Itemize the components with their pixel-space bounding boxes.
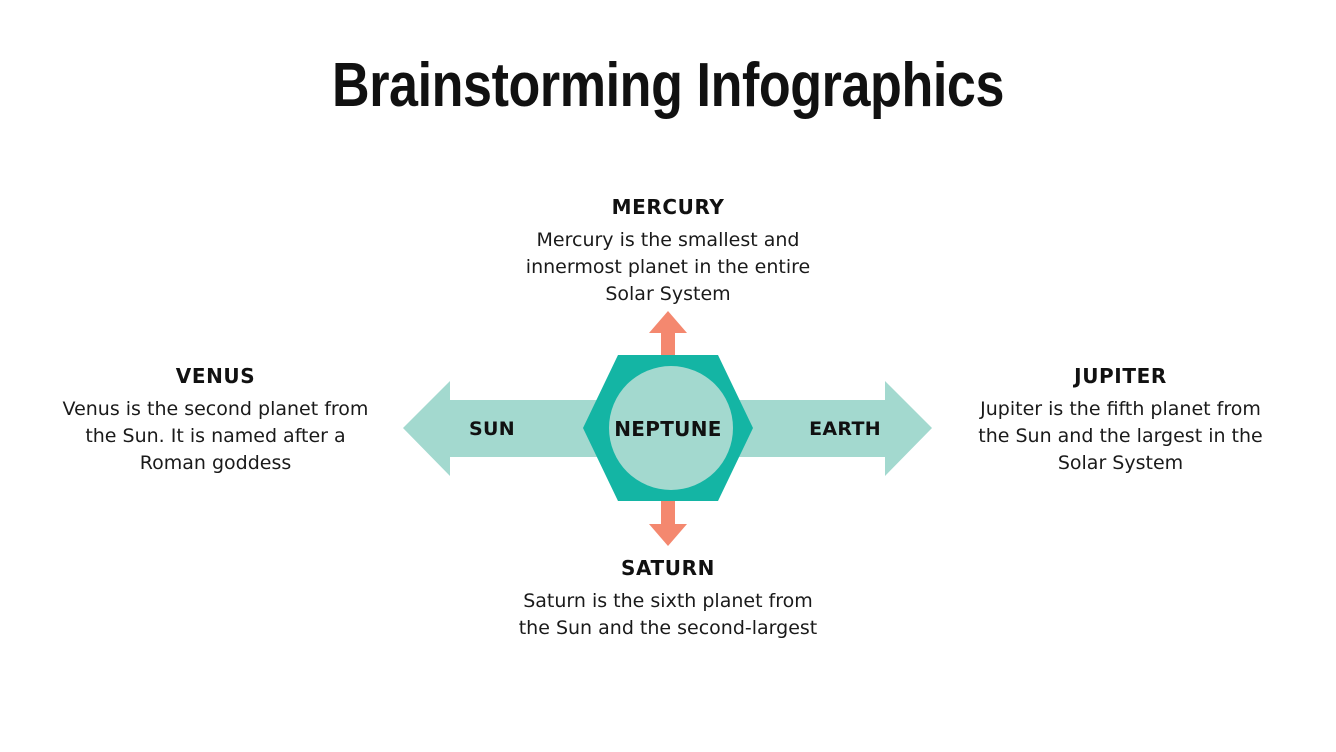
left-arrow-label: SUN — [469, 418, 515, 440]
circle-shape — [609, 366, 733, 490]
info-block-mercury: MERCURY Mercury is the smallest and inne… — [508, 196, 828, 308]
saturn-heading: SATURN — [621, 556, 715, 580]
right-arrow-label: EARTH — [809, 418, 881, 440]
info-block-venus: VENUS Venus is the second planet from th… — [58, 365, 373, 477]
jupiter-body: Jupiter is the fifth planet from the Sun… — [978, 398, 1263, 474]
info-block-jupiter: JUPITER Jupiter is the fifth planet from… — [963, 365, 1278, 477]
saturn-body: Saturn is the sixth planet from the Sun … — [518, 590, 818, 639]
center-node-label: NEPTUNE — [614, 417, 722, 441]
info-block-saturn: SATURN Saturn is the sixth planet from t… — [508, 557, 828, 642]
mercury-heading: MERCURY — [611, 195, 725, 219]
mercury-body: Mercury is the smallest and innermost pl… — [525, 229, 811, 305]
jupiter-heading: JUPITER — [1074, 364, 1167, 388]
venus-body: Venus is the second planet from the Sun.… — [62, 398, 369, 474]
page-title: Brainstorming Infographics — [332, 51, 1004, 120]
venus-heading: VENUS — [175, 364, 256, 388]
